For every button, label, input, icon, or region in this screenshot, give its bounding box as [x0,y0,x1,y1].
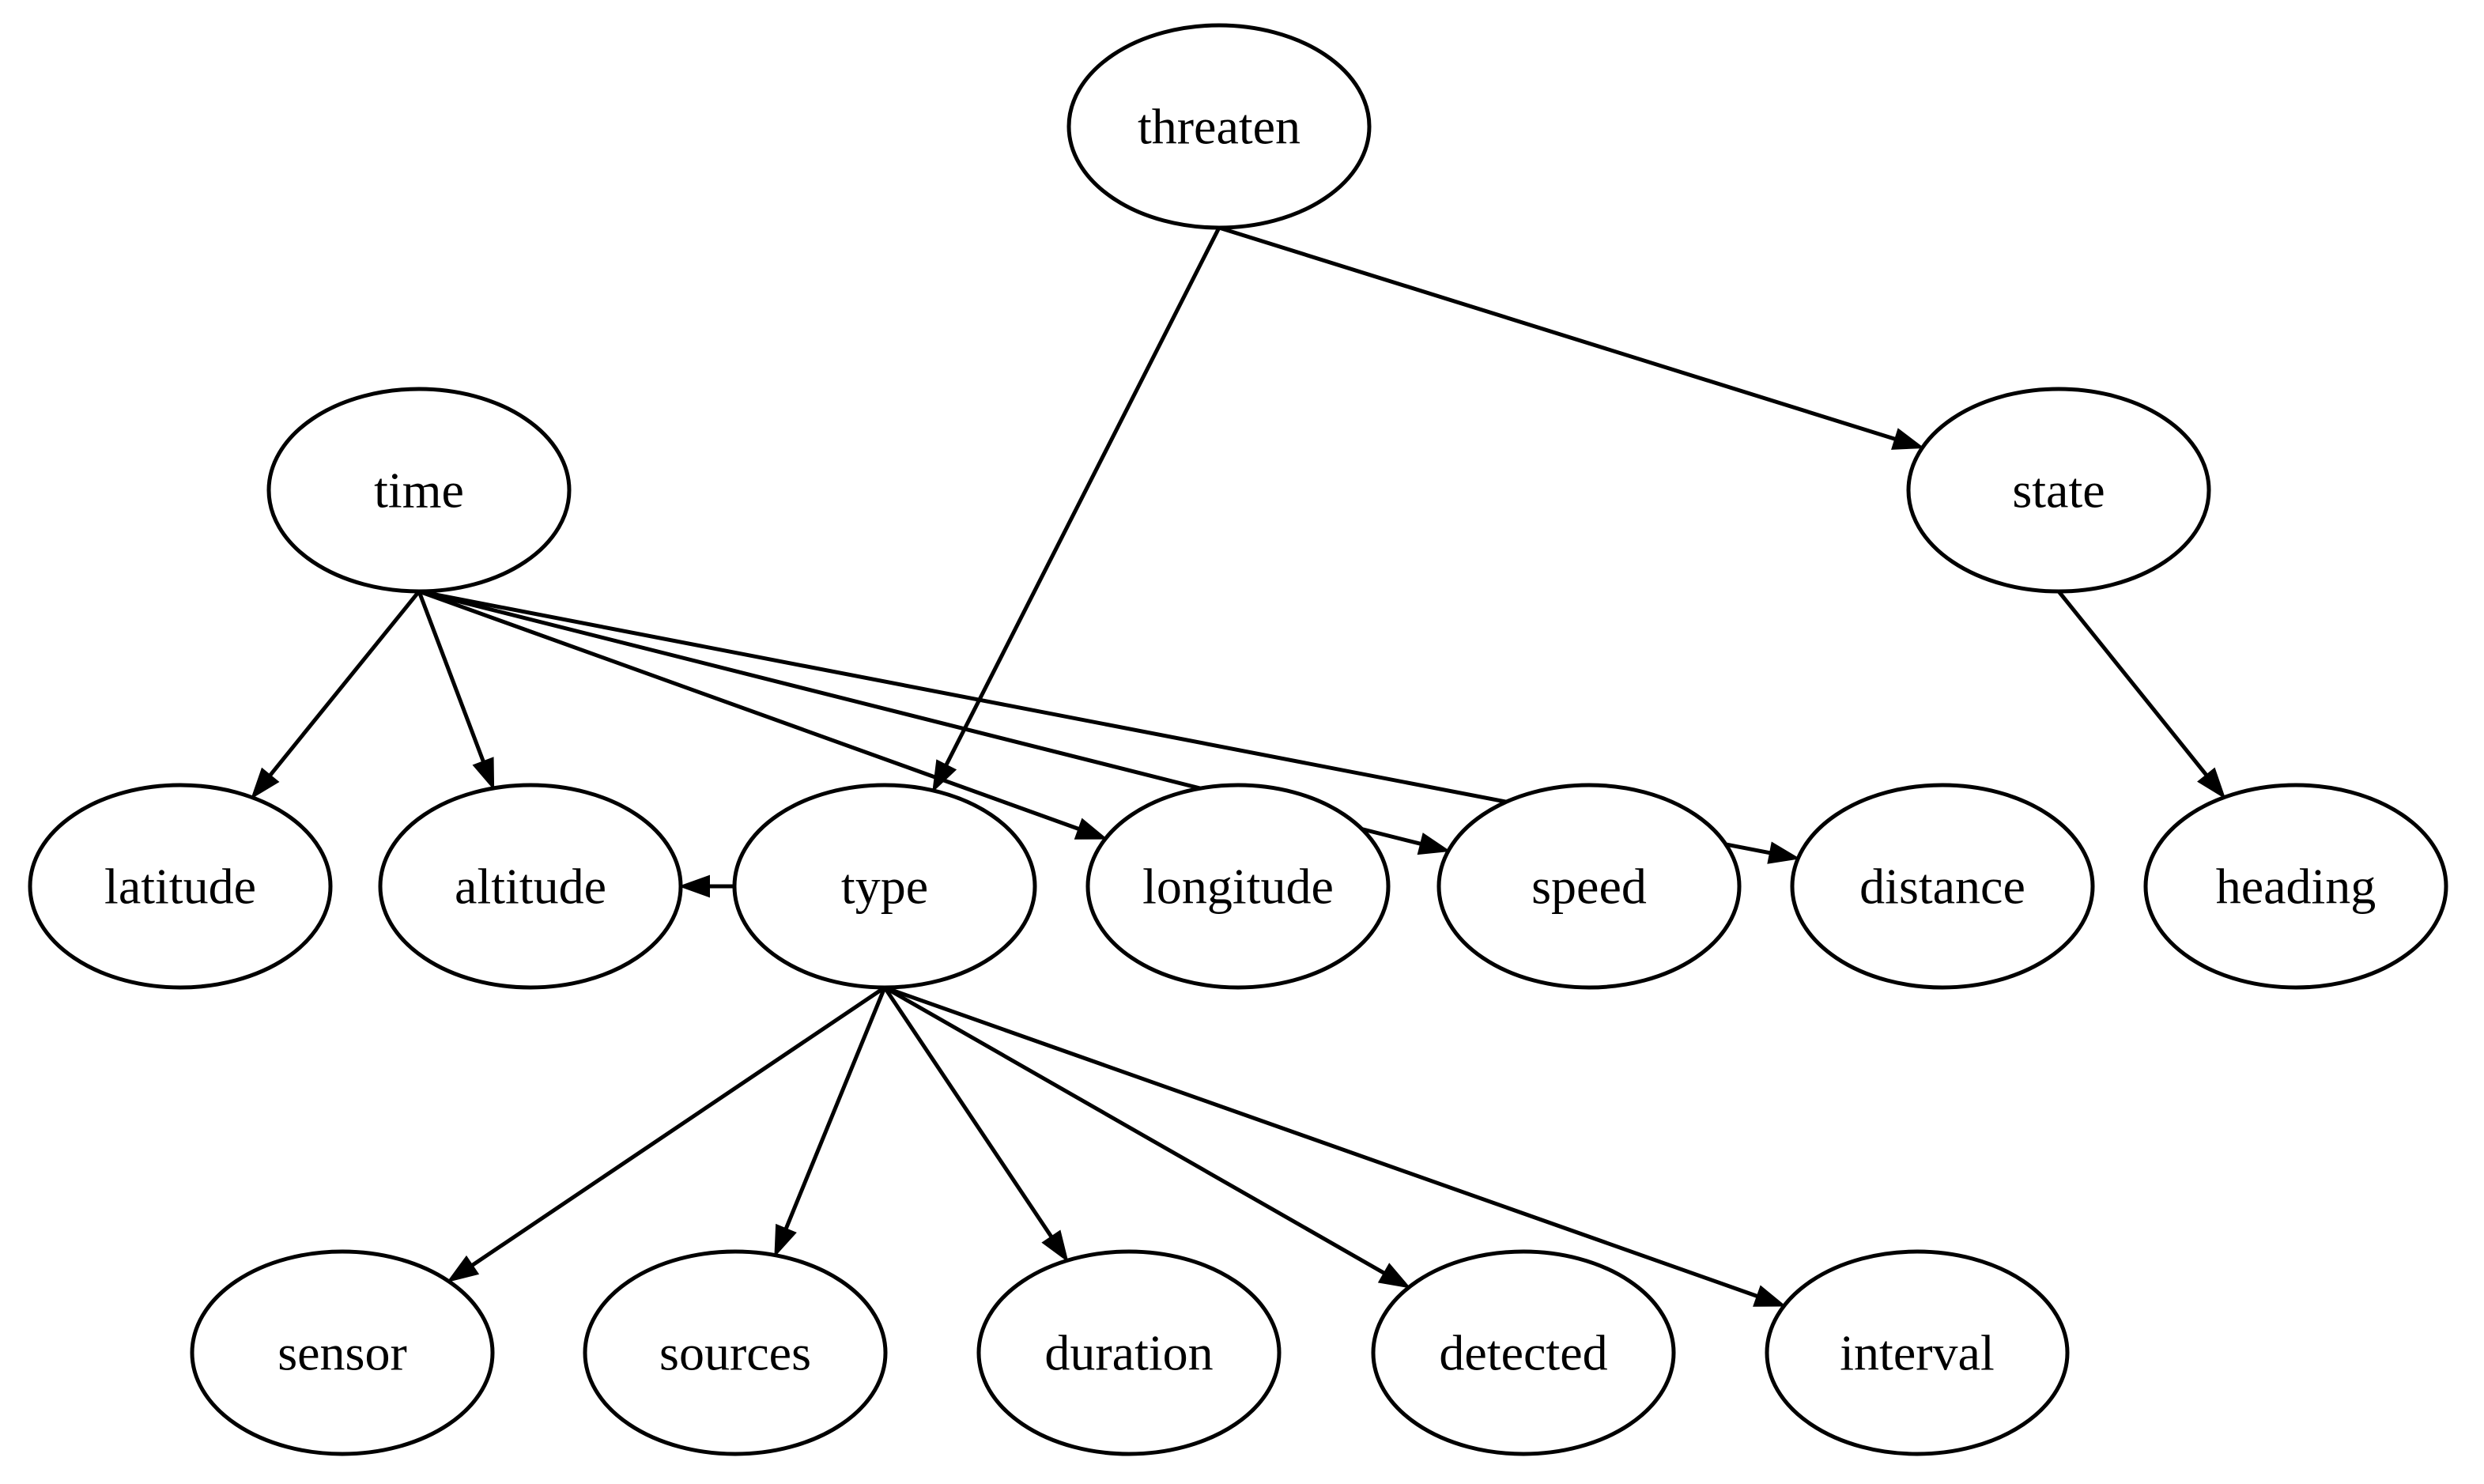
edge-type-to-duration [882,986,1069,1263]
node-latitude: latitude [28,783,333,990]
edge-line [884,985,1758,1298]
node-interval: interval [1765,1249,2070,1456]
node-ellipse [976,1249,1282,1456]
node-ellipse [1436,783,1742,990]
node-ellipse [378,783,683,990]
arrowhead-icon [2197,767,2226,799]
node-label: heading [2216,859,2376,915]
edge-line [1218,225,1897,441]
node-ellipse [190,1249,495,1456]
edge-line [268,590,421,777]
edge-time-to-longitude [418,589,1108,840]
edge-type-to-sources [774,987,887,1258]
node-distance: distance [1790,783,2095,990]
node-sources: sources [583,1249,888,1456]
edge-line [944,226,1221,766]
node-label: state [2012,463,2105,519]
node-label: threaten [1138,99,1301,155]
edge-line [417,591,485,763]
node-ellipse [1906,387,2211,594]
node-ellipse [1765,1249,2070,1456]
edge-time-to-altitude [417,591,495,791]
arrowhead-icon [1041,1229,1069,1263]
node-label: latitude [104,859,256,915]
arrowhead-icon [446,1255,480,1283]
node-label: longitude [1142,859,1334,915]
arrowhead-icon [1377,1263,1411,1289]
edge-type-to-interval [884,985,1787,1307]
node-ellipse [1066,23,1372,230]
node-type: type [732,783,1037,990]
node-ellipse [28,783,333,990]
arrowhead-icon [251,767,280,799]
edge-line [882,986,1054,1238]
edge-line [418,589,1080,831]
arrowhead-icon [1753,1285,1787,1307]
edge-line [783,987,887,1230]
node-label: detected [1439,1325,1607,1381]
edge-line [470,985,886,1267]
edge-threaten-to-state [1218,225,1925,450]
node-altitude: altitude [378,783,683,990]
node-ellipse [583,1249,888,1456]
node-label: duration [1044,1325,1213,1381]
arrowhead-icon [472,757,495,791]
node-detected: detected [1371,1249,1676,1456]
arrowhead-icon [774,1223,797,1258]
node-time: time [266,387,572,594]
node-label: type [841,859,928,915]
node-label: altitude [455,859,606,915]
node-label: sources [659,1325,811,1381]
edge-line [883,985,1386,1275]
node-label: sensor [277,1325,407,1381]
edge-type-to-detected [883,985,1411,1289]
edge-type-to-altitude [678,874,734,898]
node-ellipse [732,783,1037,990]
node-state: state [1906,387,2211,594]
node-threaten: threaten [1066,23,1372,230]
node-ellipse [1371,1249,1676,1456]
node-ellipse [1790,783,2095,990]
edge-threaten-to-type [932,226,1221,793]
edges-layer [251,225,2226,1307]
node-label: speed [1531,859,1647,915]
node-label: distance [1859,859,2025,915]
arrowhead-icon [1891,428,1925,450]
node-ellipse [266,387,572,594]
edge-type-to-sensor [446,985,886,1283]
nodes-layer: threaten time state latitude altitude type lon… [28,23,2448,1456]
arrowhead-icon [932,759,957,793]
arrowhead-icon [1417,833,1451,855]
node-label: time [374,463,464,519]
arrowhead-icon [1767,841,1801,864]
node-label: interval [1840,1325,1994,1381]
node-heading: heading [2143,783,2448,990]
edge-line [2057,590,2208,776]
edge-time-to-latitude [251,590,421,799]
node-ellipse [1085,783,1391,990]
node-sensor: sensor [190,1249,495,1456]
node-longitude: longitude [1085,783,1391,990]
edge-state-to-heading [2057,590,2226,799]
node-duration: duration [976,1249,1282,1456]
arrowhead-icon [678,874,710,898]
node-speed: speed [1436,783,1742,990]
arrowhead-icon [1074,818,1108,840]
node-ellipse [2143,783,2448,990]
